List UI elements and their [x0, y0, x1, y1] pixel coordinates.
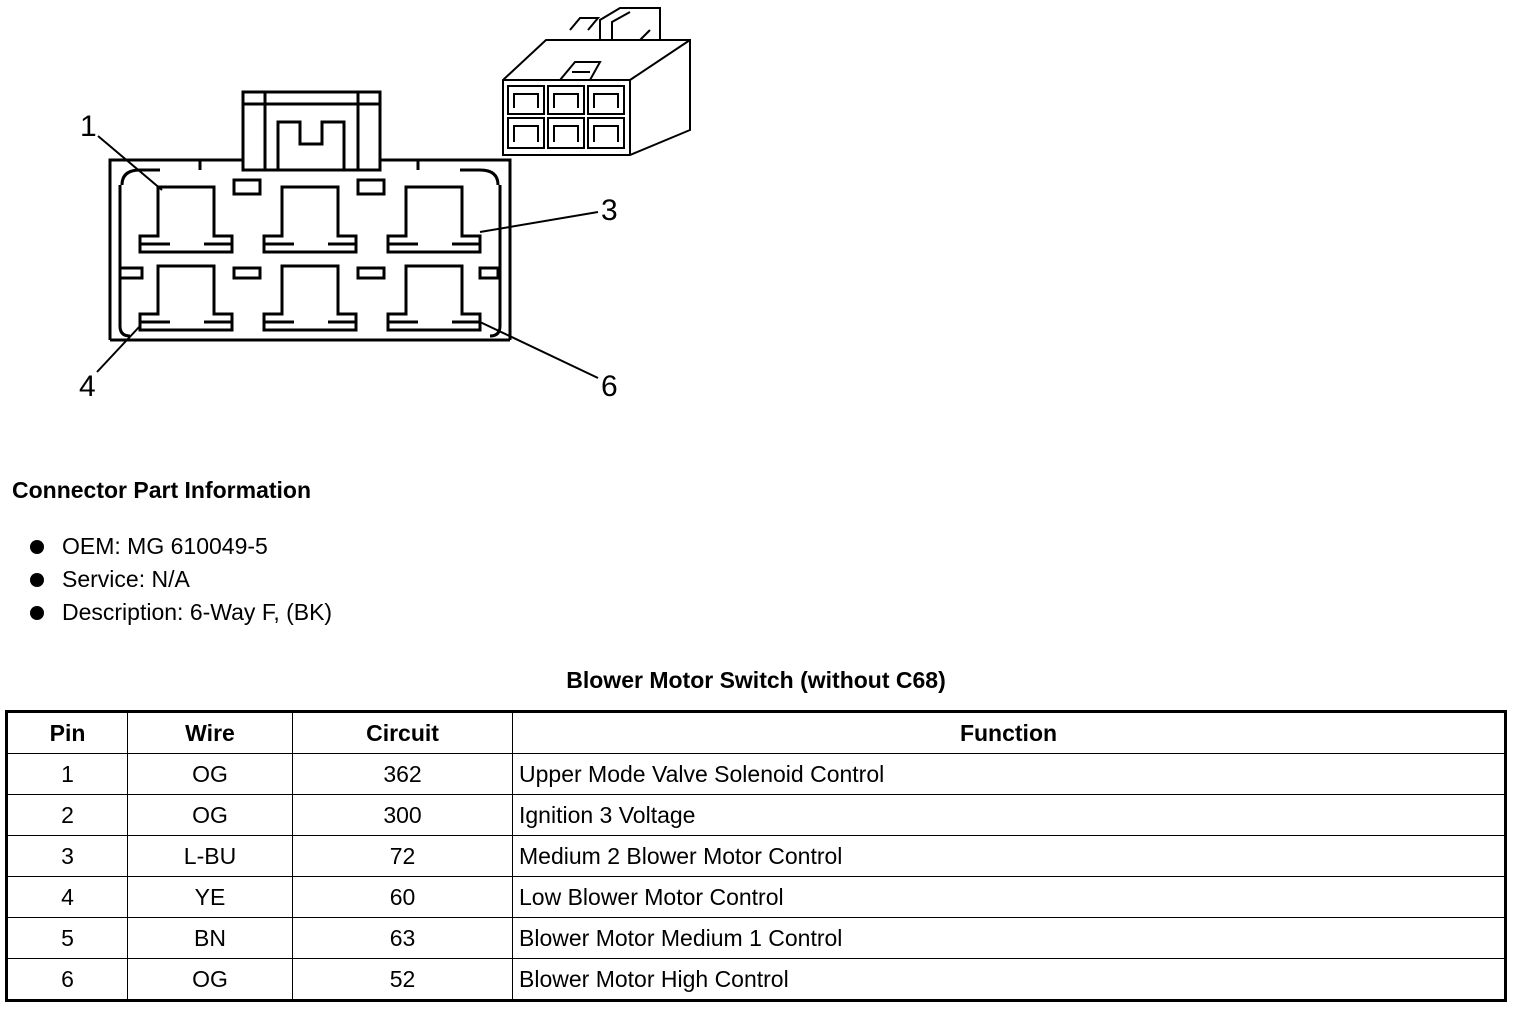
- info-item-text: Description: 6-Way F, (BK): [62, 599, 333, 625]
- connector-3d-view: [502, 7, 691, 156]
- cavity-6: [386, 264, 482, 332]
- cell-wire: OG: [127, 753, 293, 795]
- leader-lines: [96, 135, 599, 379]
- cell-wire: L-BU: [127, 835, 293, 877]
- pin-table-title: Blower Motor Switch (without C68): [566, 667, 946, 693]
- cavity-1: [138, 185, 234, 254]
- cell-circuit: 52: [292, 958, 513, 1001]
- info-item-text: Service: N/A: [62, 566, 190, 592]
- header-wire: Wire: [127, 711, 293, 754]
- header-circuit: Circuit: [292, 711, 513, 754]
- table-row: 5 BN 63 Blower Motor Medium 1 Control: [6, 917, 1506, 959]
- cell-wire: BN: [127, 917, 293, 959]
- connector-info-title: Connector Part Information: [12, 477, 312, 503]
- cell-pin: 2: [6, 794, 128, 836]
- cell-pin: 5: [6, 917, 128, 959]
- info-item-oem: OEM: MG 610049-5: [28, 530, 332, 563]
- table-row: 4 YE 60 Low Blower Motor Control: [6, 876, 1506, 918]
- pin-table: Pin Wire Circuit Function 1 OG 362 Upper…: [5, 710, 1507, 1002]
- header-pin: Pin: [6, 711, 128, 754]
- pin-label-6: 6: [601, 370, 618, 403]
- pin-label-3: 3: [601, 194, 618, 227]
- table-row: 1 OG 362 Upper Mode Valve Solenoid Contr…: [6, 753, 1506, 795]
- table-row: 2 OG 300 Ignition 3 Voltage: [6, 794, 1506, 836]
- cell-circuit: 362: [292, 753, 513, 795]
- connector-latch: [241, 90, 382, 172]
- table-row: 6 OG 52 Blower Motor High Control: [6, 958, 1506, 1001]
- cell-wire: OG: [127, 794, 293, 836]
- cavity-5: [262, 264, 358, 332]
- info-item-service: Service: N/A: [28, 563, 332, 596]
- connector-housing: [108, 158, 512, 342]
- cell-wire: YE: [127, 876, 293, 918]
- cell-function: Upper Mode Valve Solenoid Control: [512, 753, 1506, 795]
- cell-function: Medium 2 Blower Motor Control: [512, 835, 1506, 877]
- cell-pin: 4: [6, 876, 128, 918]
- cell-circuit: 72: [292, 835, 513, 877]
- info-item-description: Description: 6-Way F, (BK): [28, 596, 332, 629]
- cell-wire: OG: [127, 958, 293, 1001]
- cell-pin: 6: [6, 958, 128, 1001]
- info-item-text: OEM: MG 610049-5: [62, 533, 268, 559]
- cavity-4: [138, 264, 234, 332]
- header-function: Function: [512, 711, 1506, 754]
- connector-info-list: OEM: MG 610049-5 Service: N/A Descriptio…: [28, 530, 332, 629]
- connector-face-diagram: [96, 7, 691, 379]
- cell-function: Ignition 3 Voltage: [512, 794, 1506, 836]
- cell-function: Blower Motor High Control: [512, 958, 1506, 1001]
- cell-circuit: 63: [292, 917, 513, 959]
- pin-label-4: 4: [79, 370, 96, 403]
- pin-label-1: 1: [80, 110, 97, 143]
- table-header-row: Pin Wire Circuit Function: [6, 711, 1506, 754]
- bullet-icon: [30, 573, 44, 587]
- cell-circuit: 300: [292, 794, 513, 836]
- cell-circuit: 60: [292, 876, 513, 918]
- table-row: 3 L-BU 72 Medium 2 Blower Motor Control: [6, 835, 1506, 877]
- bullet-icon: [30, 540, 44, 554]
- pin-cavities: [138, 185, 482, 332]
- cell-pin: 1: [6, 753, 128, 795]
- cell-function: Blower Motor Medium 1 Control: [512, 917, 1506, 959]
- bullet-icon: [30, 606, 44, 620]
- cavity-2: [262, 185, 358, 254]
- cell-function: Low Blower Motor Control: [512, 876, 1506, 918]
- cell-pin: 3: [6, 835, 128, 877]
- cavity-3: [386, 185, 482, 254]
